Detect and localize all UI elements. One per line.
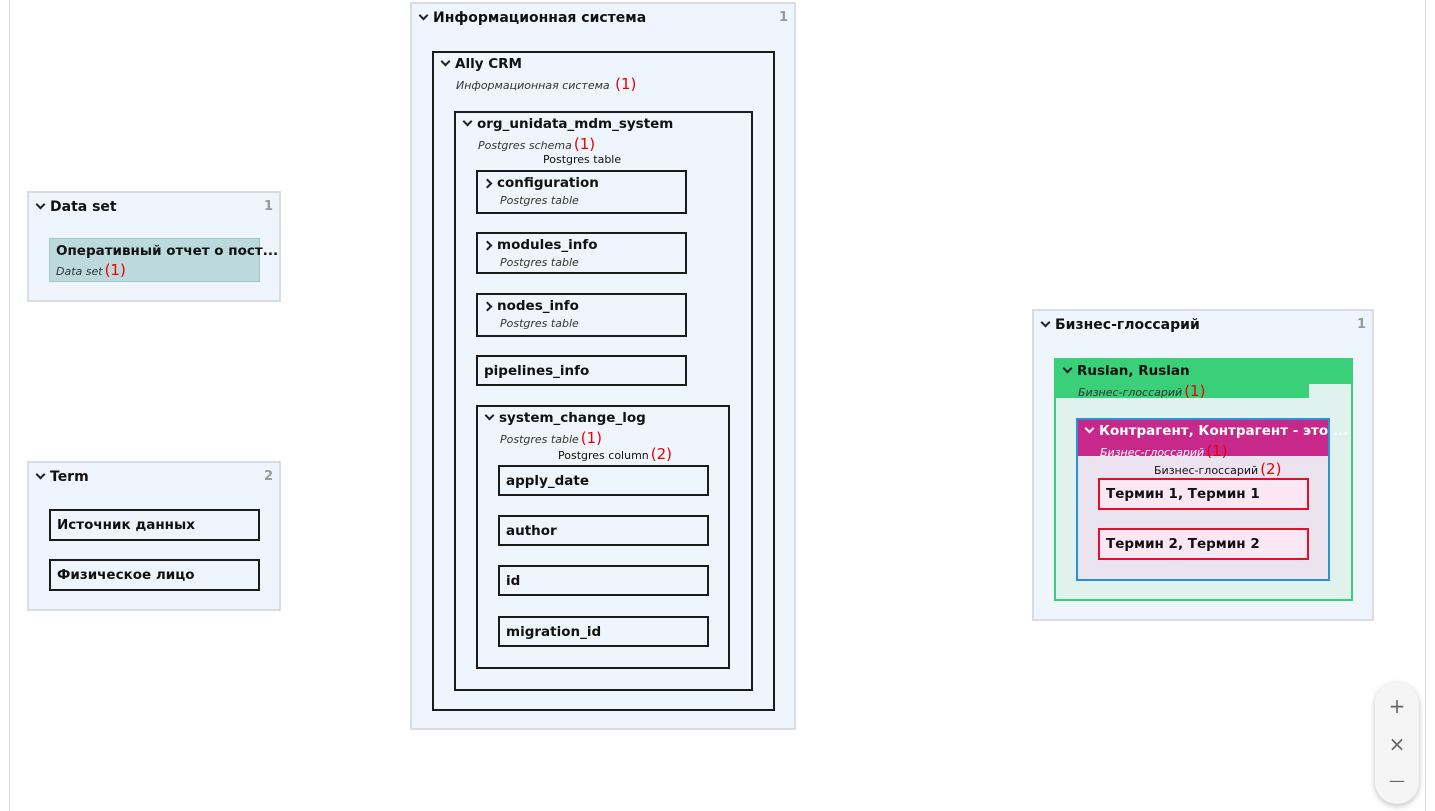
node-header-band	[1056, 360, 1351, 384]
chevron-down-icon[interactable]	[462, 116, 473, 127]
minus-icon: —	[1389, 770, 1405, 790]
node-count[interactable]: (1)	[573, 135, 596, 153]
node-title[interactable]: Ally CRM	[440, 56, 522, 72]
children-label: Postgres table	[543, 153, 622, 166]
node-subtitle: Postgres table	[500, 194, 579, 207]
node-ruslan[interactable]: Ruslan, Ruslan Бизнес-глоссарий(1) Контр…	[1054, 358, 1353, 601]
node-ally-crm[interactable]: Ally CRM Информационная система (1) org_…	[432, 51, 775, 711]
chevron-down-icon[interactable]	[1084, 423, 1095, 434]
chevron-right-icon[interactable]	[482, 301, 493, 311]
children-label: Postgres column(2)	[558, 445, 673, 463]
zoom-in-button[interactable]: +	[1375, 688, 1419, 724]
column-item[interactable]: apply_date	[498, 465, 709, 496]
node-contractor[interactable]: Контрагент, Контрагент - это ... Бизнес-…	[1076, 418, 1348, 581]
term-item[interactable]: Термин 1, Термин 1	[1098, 478, 1309, 510]
zoom-out-button[interactable]: —	[1375, 762, 1419, 798]
close-icon: ×	[1388, 732, 1406, 756]
chevron-down-icon[interactable]	[1040, 317, 1051, 328]
chevron-down-icon[interactable]	[440, 56, 451, 67]
node-title[interactable]: Контрагент, Контрагент - это ...	[1084, 423, 1348, 439]
column-item[interactable]: migration_id	[498, 616, 709, 647]
node-title[interactable]: configuration	[482, 175, 599, 191]
group-term[interactable]: Term 2 Источник данных Физическое лицо	[27, 461, 281, 611]
chevron-right-icon[interactable]	[482, 178, 493, 188]
node-count[interactable]: (1)	[1184, 382, 1206, 400]
node-subtitle: Postgres schema(1)	[478, 135, 596, 153]
group-title: Бизнес-глоссарий	[1055, 317, 1200, 333]
group-header[interactable]: Data set	[35, 197, 117, 217]
table-system-change-log[interactable]: system_change_log Postgres table(1) Post…	[476, 405, 730, 669]
children-count[interactable]: (2)	[1260, 460, 1282, 478]
term-item[interactable]: Источник данных	[49, 509, 260, 541]
group-header[interactable]: Бизнес-глоссарий	[1040, 315, 1200, 335]
group-count: 2	[263, 469, 273, 484]
canvas-right-border	[1425, 0, 1426, 811]
table-nodes-info[interactable]: nodes_info Postgres table	[476, 293, 687, 337]
group-dataset[interactable]: Data set 1 Оперативный отчет о пост... D…	[27, 191, 281, 302]
group-count: 1	[778, 10, 788, 25]
term-item[interactable]: Термин 2, Термин 2	[1098, 528, 1309, 560]
node-title[interactable]: Ruslan, Ruslan	[1062, 363, 1190, 379]
chevron-down-icon[interactable]	[35, 199, 46, 210]
node-header-band	[1078, 420, 1328, 456]
group-title: Term	[50, 469, 89, 485]
chevron-down-icon[interactable]	[35, 469, 46, 480]
group-information-system[interactable]: Информационная система 1 Ally CRM Информ…	[410, 2, 796, 730]
chevron-down-icon[interactable]	[418, 10, 429, 21]
canvas-left-border	[9, 0, 10, 811]
node-subtitle: Data set(1)	[56, 261, 126, 279]
column-item[interactable]: id	[498, 565, 709, 596]
chevron-right-icon[interactable]	[482, 240, 493, 250]
group-title: Информационная система	[433, 10, 647, 26]
node-title[interactable]: system_change_log	[484, 410, 646, 426]
node-title[interactable]: modules_info	[482, 237, 598, 253]
zoom-reset-button[interactable]: ×	[1375, 726, 1419, 762]
group-count: 1	[263, 199, 273, 214]
dataset-item[interactable]: Оперативный отчет о пост... Data set(1)	[49, 238, 278, 282]
node-subtitle: Бизнес-глоссарий(1)	[1078, 382, 1206, 400]
plus-icon: +	[1388, 694, 1406, 718]
children-count[interactable]: (2)	[650, 445, 673, 463]
node-schema[interactable]: org_unidata_mdm_system Postgres schema(1…	[454, 111, 753, 691]
node-title: Оперативный отчет о пост...	[56, 243, 279, 259]
node-count[interactable]: (1)	[1206, 442, 1228, 460]
node-count[interactable]: (1)	[615, 75, 637, 93]
node-count[interactable]: (1)	[580, 429, 603, 447]
node-subtitle: Информационная система (1)	[456, 75, 637, 93]
group-title: Data set	[50, 199, 117, 215]
column-item[interactable]: author	[498, 515, 709, 546]
term-item[interactable]: Физическое лицо	[49, 559, 260, 591]
zoom-controls: + × —	[1375, 682, 1419, 804]
table-modules-info[interactable]: modules_info Postgres table	[476, 232, 687, 274]
chevron-down-icon[interactable]	[484, 410, 495, 421]
group-header[interactable]: Term	[35, 467, 89, 487]
chevron-down-icon[interactable]	[1062, 363, 1073, 374]
group-business-glossary[interactable]: Бизнес-глоссарий 1 Ruslan, Ruslan Бизнес…	[1032, 309, 1374, 621]
node-subtitle-band	[1056, 384, 1309, 398]
node-subtitle: Postgres table	[500, 317, 579, 330]
table-pipelines-info[interactable]: pipelines_info	[476, 355, 687, 386]
node-title[interactable]: org_unidata_mdm_system	[462, 116, 673, 132]
children-label: Бизнес-глоссарий(2)	[1154, 460, 1282, 478]
node-count[interactable]: (1)	[104, 261, 126, 279]
group-count: 1	[1356, 317, 1366, 332]
group-header[interactable]: Информационная система	[418, 8, 646, 28]
node-subtitle: Postgres table(1)	[500, 429, 603, 447]
node-subtitle: Бизнес-глоссарий(1)	[1100, 442, 1228, 460]
table-configuration[interactable]: configuration Postgres table	[476, 170, 687, 214]
node-title[interactable]: nodes_info	[482, 298, 579, 314]
node-subtitle: Postgres table	[500, 256, 579, 269]
